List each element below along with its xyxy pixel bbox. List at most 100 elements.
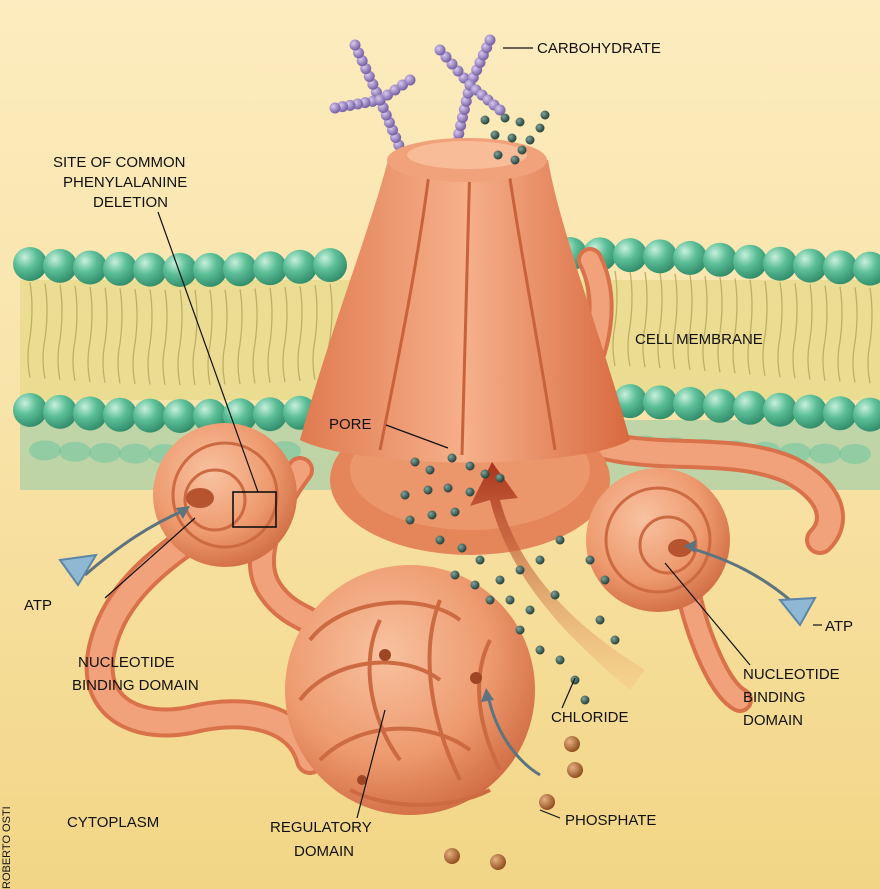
lipid-head: [73, 396, 107, 430]
chloride-ion: [458, 544, 467, 553]
lipid-head: [643, 385, 677, 419]
chloride-ion: [586, 556, 595, 565]
lipid-head: [823, 250, 857, 284]
label-nbd-left-line1: NUCLEOTIDE: [78, 654, 175, 671]
carbohydrate-unit: [350, 40, 361, 51]
chloride-ion: [536, 556, 545, 565]
chloride-ion: [428, 511, 437, 520]
chloride-ion: [401, 491, 410, 500]
lipid-head-back: [809, 444, 841, 464]
label-nbd-right-line2: BINDING: [743, 689, 806, 706]
chloride-ion: [406, 516, 415, 525]
lipid-head: [73, 250, 107, 284]
chloride-ion: [526, 136, 535, 145]
phosphate-group: [490, 854, 506, 870]
chloride-ion: [506, 596, 515, 605]
chloride-ion: [508, 134, 517, 143]
lipid-head: [763, 393, 797, 427]
lipid-head: [103, 398, 137, 432]
lipid-head: [163, 399, 197, 433]
carbohydrate-unit: [435, 45, 446, 56]
regulatory-domain: [285, 565, 535, 815]
label-chloride: CHLORIDE: [551, 709, 629, 726]
label-atp-right: ATP: [825, 618, 853, 635]
lipid-head: [793, 395, 827, 429]
chloride-ion: [551, 591, 560, 600]
label-nbd-right-line1: NUCLEOTIDE: [743, 666, 840, 683]
lipid-head-back: [89, 443, 121, 463]
chloride-ion: [511, 156, 520, 165]
label-phosphate: PHOSPHATE: [565, 812, 656, 829]
lipid-head: [253, 397, 287, 431]
chloride-ion: [516, 118, 525, 127]
chloride-ion: [451, 571, 460, 580]
chloride-ion: [486, 596, 495, 605]
lipid-head: [43, 249, 77, 283]
phosphate-group: [564, 736, 580, 752]
chloride-ion: [526, 606, 535, 615]
label-nbd-left-line2: BINDING DOMAIN: [72, 677, 199, 694]
lipid-head: [823, 396, 857, 430]
chloride-ion: [448, 454, 457, 463]
chloride-ion: [444, 484, 453, 493]
label-cytoplasm: CYTOPLASM: [67, 814, 159, 831]
lipid-head: [223, 252, 257, 286]
label-regulatory-line1: REGULATORY: [270, 819, 372, 836]
label-nbd-right-line3: DOMAIN: [743, 712, 803, 729]
lipid-head: [313, 248, 347, 282]
carbohydrate-unit: [330, 103, 341, 114]
lipid-head: [133, 253, 167, 287]
lipid-head: [163, 253, 197, 287]
label-cell-membrane: CELL MEMBRANE: [635, 331, 763, 348]
chloride-ion: [426, 466, 435, 475]
lipid-head: [103, 252, 137, 286]
lipid-head: [793, 249, 827, 283]
chloride-ion: [436, 536, 445, 545]
lipid-head: [643, 239, 677, 273]
lipid-head: [733, 391, 767, 425]
chloride-ion: [556, 656, 565, 665]
right-nucleotide-binding-domain: [586, 468, 730, 612]
chloride-ion: [451, 508, 460, 517]
chloride-ion: [481, 116, 490, 125]
label-regulatory-line2: DOMAIN: [294, 843, 354, 860]
lipid-head: [703, 243, 737, 277]
lipid-head: [193, 253, 227, 287]
lipid-head: [673, 241, 707, 275]
lipid-head: [133, 399, 167, 433]
lipid-head: [703, 389, 737, 423]
chloride-ion: [494, 151, 503, 160]
chloride-ion: [476, 556, 485, 565]
chloride-ion: [581, 696, 590, 705]
lipid-head-back: [119, 444, 151, 464]
label-pore: PORE: [329, 416, 372, 433]
chloride-ion: [516, 626, 525, 635]
carbohydrate-unit: [405, 75, 416, 86]
chloride-ion: [541, 111, 550, 120]
lipid-head: [13, 247, 47, 281]
chloride-ion: [501, 114, 510, 123]
lipid-head-back: [59, 442, 91, 462]
chloride-ion: [571, 676, 580, 685]
lipid-head: [673, 387, 707, 421]
lipid-head: [613, 238, 647, 272]
lipid-head: [763, 247, 797, 281]
label-site-line2: PHENYLALANINE: [63, 174, 187, 191]
lipid-head: [253, 251, 287, 285]
phosphate-group: [539, 794, 555, 810]
lipid-head-back: [839, 444, 871, 464]
chloride-ion: [596, 616, 605, 625]
chloride-ion: [556, 536, 565, 545]
chloride-ion: [518, 146, 527, 155]
chloride-ion: [536, 124, 545, 133]
carbohydrate-unit: [485, 35, 496, 46]
label-site-line1: SITE OF COMMON: [53, 154, 186, 171]
lipid-head: [13, 393, 47, 427]
phosphate-group: [444, 848, 460, 864]
chloride-ion: [611, 636, 620, 645]
artist-credit: ROBERTO OSTI: [1, 806, 13, 889]
lipid-head: [283, 250, 317, 284]
chloride-ion: [491, 131, 500, 140]
chloride-ion: [466, 488, 475, 497]
